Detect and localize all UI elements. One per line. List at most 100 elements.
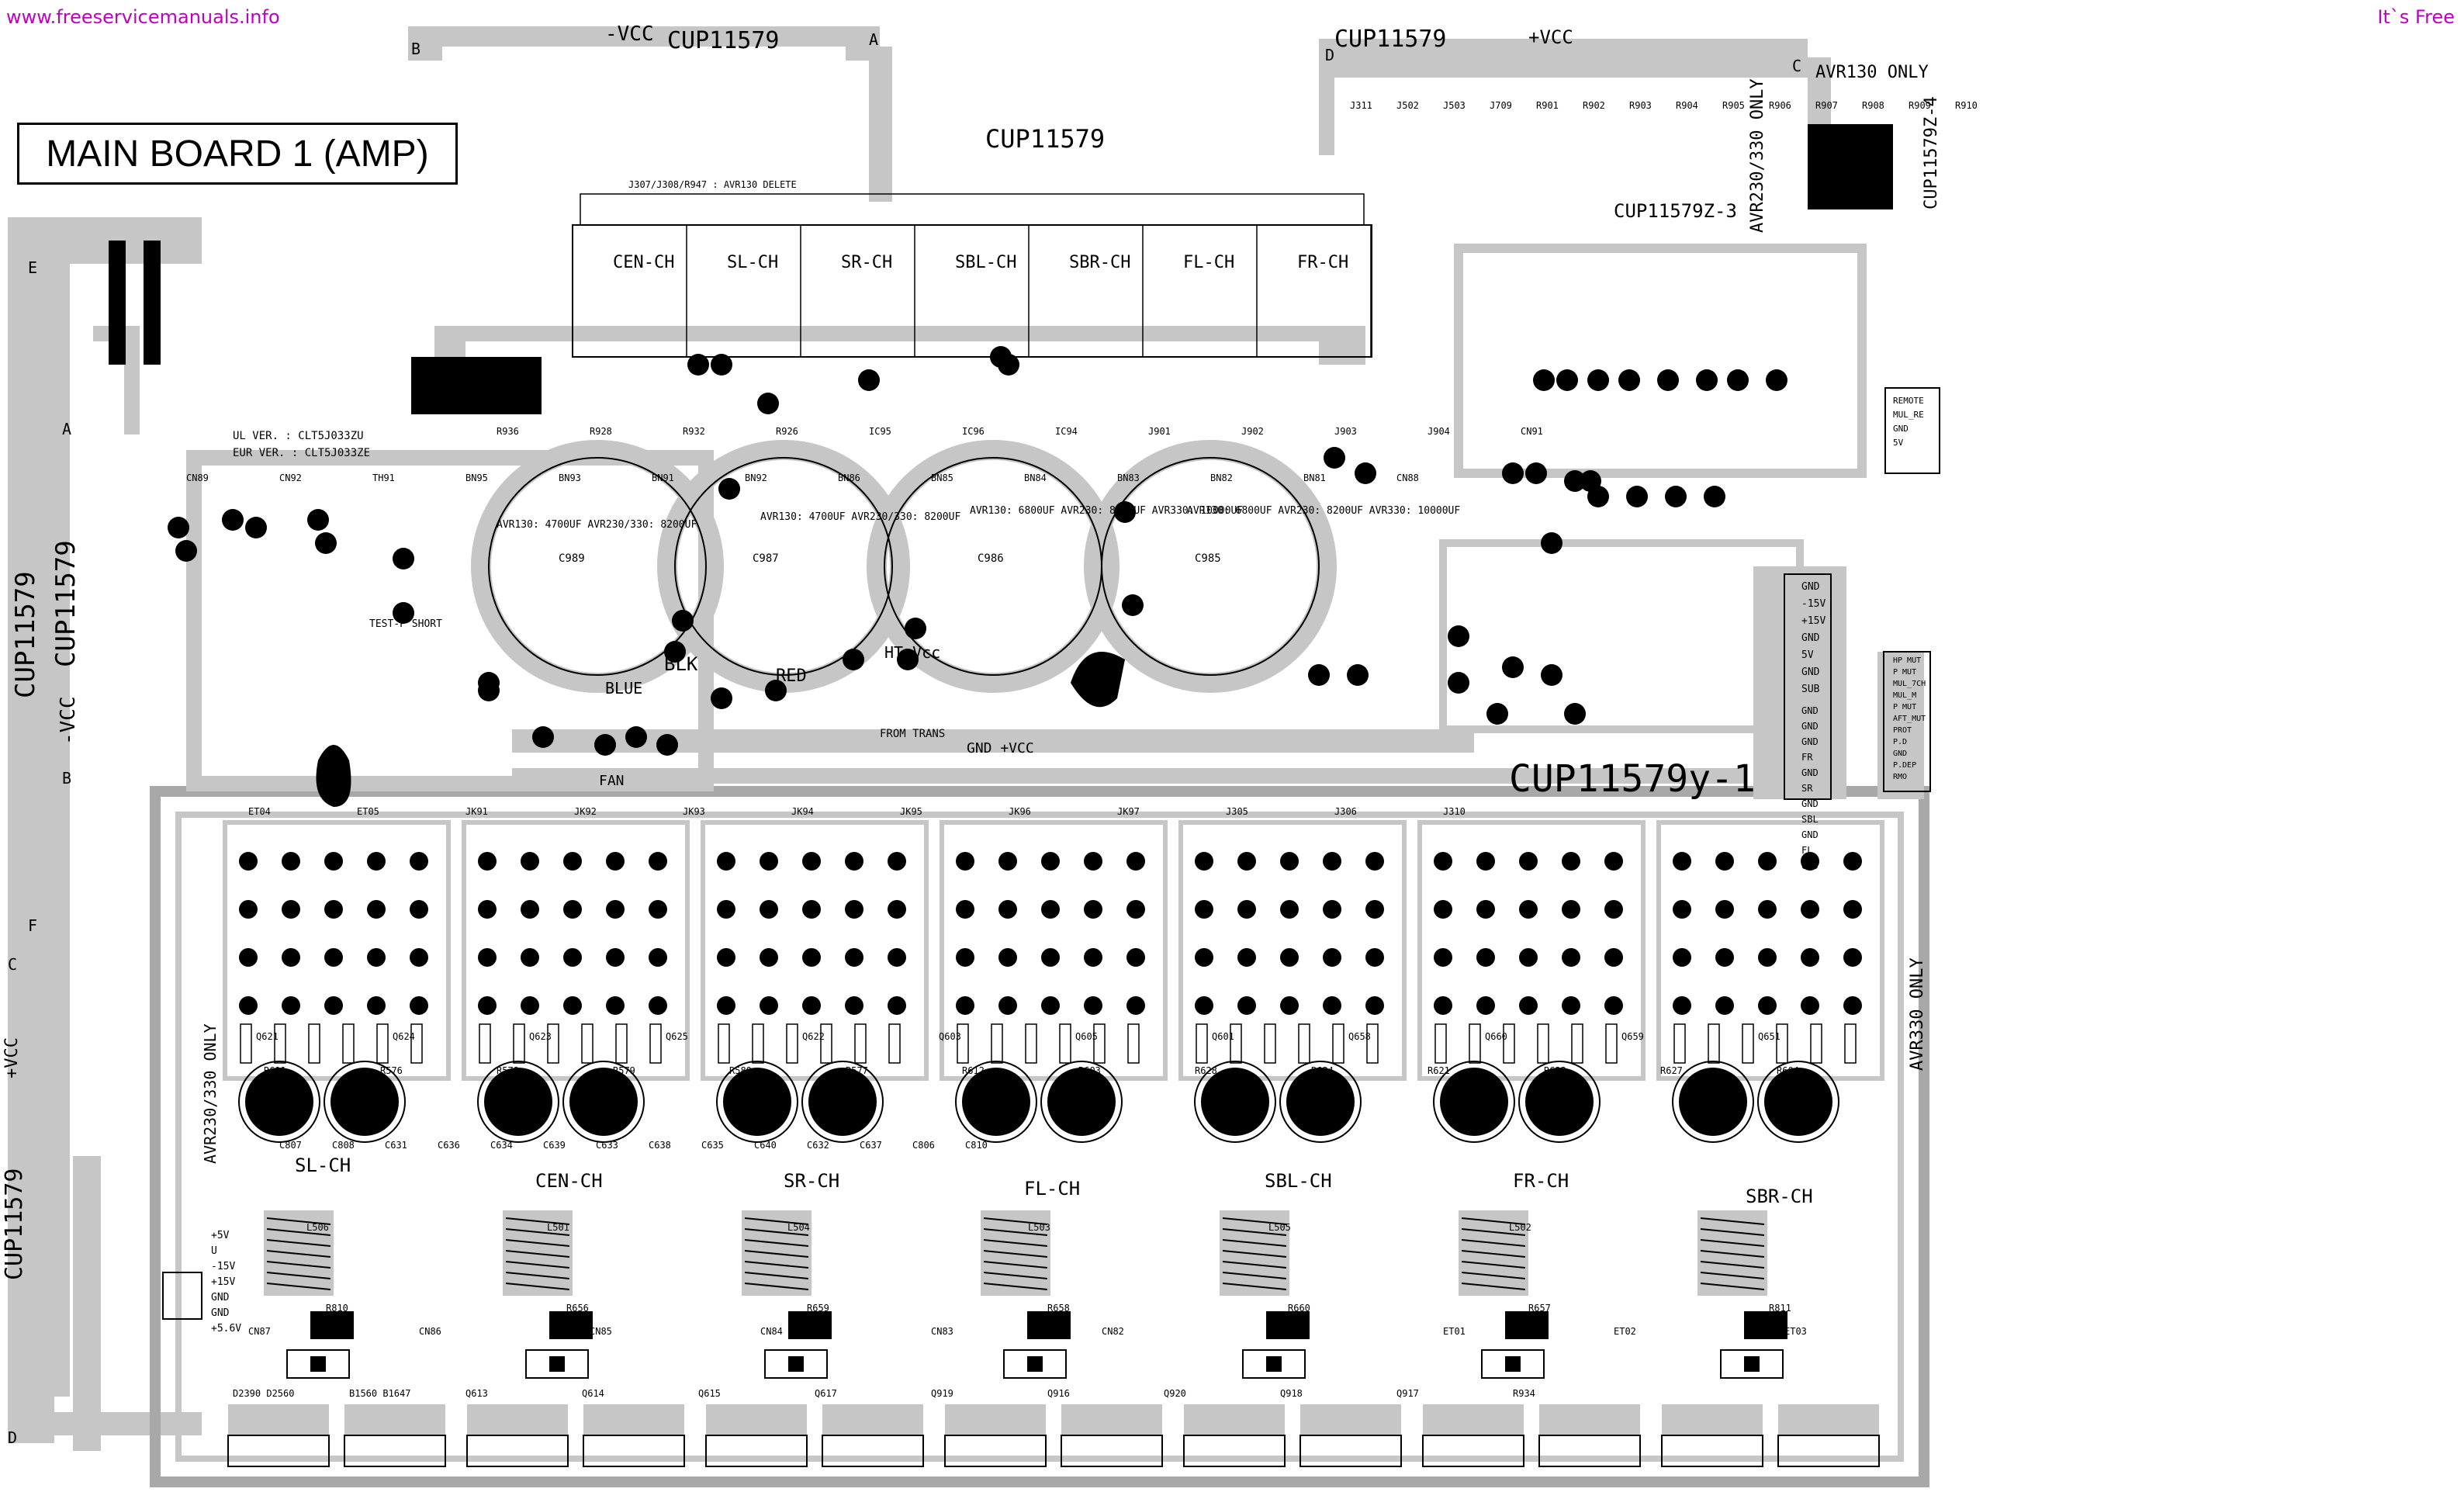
channel-pad [324, 996, 343, 1015]
resistor-outline [240, 1023, 252, 1064]
channel-pad [1843, 852, 1862, 871]
coil-winding [744, 1283, 809, 1290]
component-ref: Q920 [1164, 1388, 1186, 1399]
cn95-pin-label: +15V [1801, 615, 1826, 627]
channel-pad [998, 852, 1017, 871]
channel-pad [1041, 900, 1060, 919]
output-jack-label: FL-CH [1183, 253, 1234, 272]
component-ref: C636 [438, 1140, 460, 1151]
cn96-pin-label: +15V [211, 1276, 235, 1288]
board-avr130-note: AVR130 ONLY [1815, 63, 1929, 82]
channel-pad [239, 900, 258, 919]
channel-pad [1041, 948, 1060, 967]
cn82-pin-label: MUL_7CH [1893, 680, 1926, 688]
resistor-outline [1844, 1023, 1857, 1064]
power-resistor [1744, 1311, 1787, 1339]
board-code-left-3: CUP11579 [1, 1168, 28, 1281]
component-ref: JK92 [574, 806, 597, 817]
coil-winding [983, 1272, 1048, 1279]
board-cap-note-1: AVR130: 4700UF AVR230/330: 8200UF [497, 519, 697, 531]
resistor-outline [1196, 1023, 1208, 1064]
resistor-outline [820, 1023, 832, 1064]
component-ref: R904 [1676, 100, 1698, 111]
channel-pad [956, 996, 974, 1015]
cn94-pin-label: GND [1801, 829, 1819, 840]
coil-winding [505, 1283, 570, 1290]
cn96-outline [162, 1272, 202, 1320]
channel-pad [717, 996, 735, 1015]
cn96-pin-label: +5V [211, 1230, 230, 1241]
channel-pad [717, 852, 735, 871]
pad-dot [222, 509, 244, 531]
component-ref: R910 [1955, 100, 1978, 111]
resistor-outline [1810, 1023, 1822, 1064]
output-transistor [1047, 1068, 1116, 1136]
jumper-ul-2 [144, 241, 161, 365]
channel-pad [367, 948, 386, 967]
pad-dot [1502, 656, 1524, 678]
component-ref: J903 [1334, 426, 1357, 437]
filter-cap-ring-1 [471, 440, 724, 693]
resistor-outline [274, 1023, 286, 1064]
board-code-top: CUP11579 [667, 27, 780, 54]
pad-dot [757, 393, 779, 414]
resistor-outline [1366, 1023, 1379, 1064]
channel-pad [1801, 900, 1819, 919]
coil-winding [1222, 1239, 1287, 1247]
channel-pad [478, 948, 497, 967]
board-cap-label-2: C987 [753, 552, 779, 565]
component-ref: L505 [1268, 1222, 1291, 1233]
top-trace-drop [869, 47, 892, 202]
component-ref: C638 [649, 1140, 671, 1151]
component-ref: R906 [1769, 100, 1791, 111]
coil-winding [1700, 1239, 1765, 1247]
resistor-outline [1469, 1023, 1481, 1064]
component-ref: IC96 [962, 426, 985, 437]
channel-trace-box [223, 820, 451, 1081]
channel-pad [239, 852, 258, 871]
channel-pad [324, 900, 343, 919]
component-ref: CN82 [1102, 1326, 1124, 1337]
channel-pad [998, 948, 1017, 967]
bottom-transistor-outline [1538, 1435, 1641, 1467]
pad-dot [1502, 462, 1524, 484]
header-source-link[interactable]: www.freeservicemanuals.info [6, 6, 280, 28]
coil-winding [1700, 1217, 1765, 1225]
coil-winding [1222, 1272, 1287, 1279]
channel-pad [1434, 900, 1452, 919]
channel-pad [239, 996, 258, 1015]
component-ref: L501 [547, 1222, 569, 1233]
bottom-transistor-outline [705, 1435, 808, 1467]
component-ref: Q613 [465, 1388, 488, 1399]
component-ref: C807 [279, 1140, 302, 1151]
channel-pad [1280, 948, 1299, 967]
component-ref: J902 [1241, 426, 1264, 437]
coil-winding [266, 1261, 331, 1269]
filter-cap-outline-2 [674, 457, 893, 676]
channel-pad [1758, 900, 1777, 919]
cn95-pad-area [1753, 566, 1846, 799]
channel-pad [1476, 996, 1495, 1015]
board-code-right: CUP11579 [1334, 26, 1447, 53]
channel-pad [1843, 948, 1862, 967]
component-ref: R576 [380, 1065, 403, 1076]
output-transistor [484, 1068, 552, 1136]
left-upper-trace [54, 217, 202, 1397]
edge-letter: A [62, 420, 71, 438]
component-ref: R660 [1288, 1303, 1310, 1314]
power-resistor [1266, 1311, 1310, 1339]
component-ref: C635 [701, 1140, 724, 1151]
channel-pad [563, 996, 582, 1015]
output-transistor-ring [1279, 1061, 1362, 1143]
component-ref: CN87 [248, 1326, 271, 1337]
channel-pad [1434, 852, 1452, 871]
bottom-transistor-pad [1061, 1404, 1162, 1435]
channel-trace-box [1178, 820, 1407, 1081]
bottom-transistor-outline [344, 1435, 446, 1467]
output-transistor-ring [1757, 1061, 1839, 1143]
channel-pad [1715, 948, 1734, 967]
component-ref: Q622 [802, 1031, 825, 1042]
cn95-pin-label: -15V [1801, 598, 1826, 610]
